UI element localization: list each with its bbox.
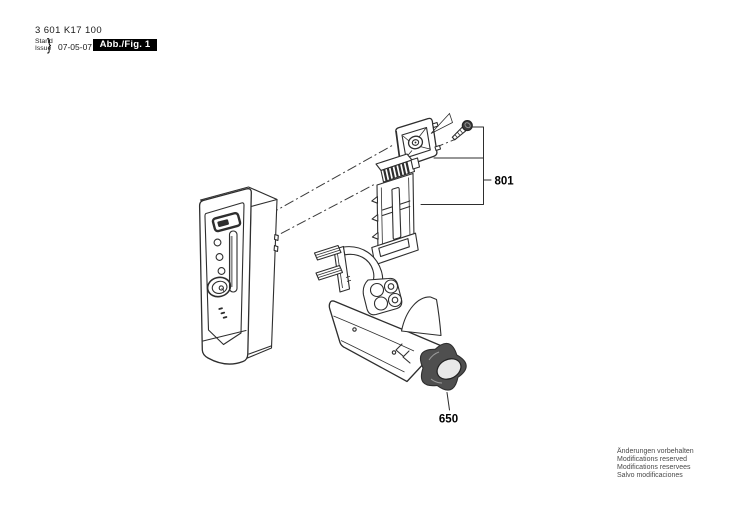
receiver-side-face <box>246 188 278 359</box>
revision-label: Stand Issue <box>35 38 53 52</box>
adapter-rail <box>371 153 421 266</box>
clamp-roller-head <box>362 277 403 316</box>
rail-center-slot <box>391 186 402 240</box>
receiver-marking-groove <box>228 230 238 293</box>
legal-line-en: Modifications reserved <box>617 456 688 464</box>
plate-screw-boss <box>407 135 424 150</box>
jaw-pad-upper <box>313 244 342 261</box>
callout-650-leader <box>446 392 450 411</box>
callout-801: 801 <box>420 126 515 205</box>
legal-line-de: Änderungen vorbehalten <box>617 448 694 455</box>
insert-direction-wedge <box>430 112 453 134</box>
receiver-button-2 <box>215 253 224 261</box>
revision-issue: Issue <box>35 45 52 53</box>
part-label-650: 650 <box>439 414 458 426</box>
clamp-grip-chevrons <box>395 343 411 364</box>
holder-clamp <box>313 244 467 391</box>
receiver-display <box>211 211 242 233</box>
revision-date: 07-05-07 <box>58 42 93 52</box>
rail-teeth <box>371 195 379 240</box>
part-number: 3 601 K17 100 <box>35 25 103 36</box>
receiver-front-face <box>198 188 252 365</box>
clamp-knob <box>419 342 467 391</box>
plate-clip-tab-bottom <box>434 144 442 152</box>
legal-line-fr: Modifications reservees <box>617 464 691 472</box>
legal-line-es: Salvo modificaciones <box>617 472 683 480</box>
assembly-centerline-lower <box>264 183 377 243</box>
laser-receiver <box>198 186 279 365</box>
rail-top-bar <box>375 153 421 183</box>
receiver-speaker <box>206 276 232 298</box>
revision-brace: } <box>47 34 52 54</box>
fixing-screw <box>451 120 473 141</box>
legal-notice: Änderungen vorbehalten Modifications res… <box>617 448 694 480</box>
receiver-front-panel <box>204 202 245 346</box>
figure-badge: Abb./Fig. 1 <box>93 39 157 51</box>
receiver-grill-dots <box>218 307 228 319</box>
revision-stand: Stand <box>35 38 53 45</box>
jaw-pad-lower <box>315 264 344 281</box>
receiver-seam-side <box>248 345 272 355</box>
callout-650: 650 <box>439 392 458 426</box>
knob-center-boss <box>436 358 462 380</box>
receiver-side-notches <box>273 233 279 253</box>
receiver-seam-front <box>202 329 247 342</box>
receiver-button-3 <box>217 267 226 275</box>
part-label-801: 801 <box>495 176 515 188</box>
clamp-fin <box>400 296 442 337</box>
receiver-button-1 <box>213 238 222 247</box>
callout-801-bracket <box>420 126 492 205</box>
